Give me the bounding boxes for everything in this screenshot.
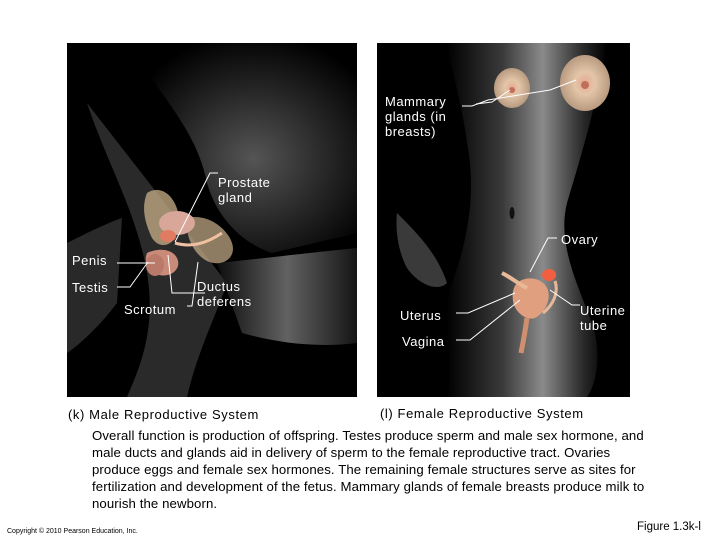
figure-reference: Figure 1.3k-l: [637, 521, 701, 533]
male-photo-panel: [67, 43, 357, 397]
label-testis: Testis: [72, 280, 109, 295]
caption-male-system: (k) Male Reproductive System: [68, 407, 259, 422]
label-ductus-deferens: Ductus deferens: [197, 279, 252, 309]
label-uterine-tube: Uterine tube: [580, 303, 626, 333]
label-prostate-gland: Prostate gland: [218, 175, 271, 205]
label-penis: Penis: [72, 253, 108, 268]
copyright-notice: Copyright © 2010 Pearson Education, Inc.: [7, 528, 138, 535]
male-body-illustration: [67, 43, 357, 397]
function-description: Overall function is production of offspr…: [92, 428, 645, 511]
caption-female-system: (l) Female Reproductive System: [380, 406, 584, 421]
female-photo-panel: [377, 43, 630, 397]
label-ovary: Ovary: [561, 232, 599, 247]
label-vagina: Vagina: [402, 334, 445, 349]
label-uterus: Uterus: [400, 308, 442, 323]
label-scrotum: Scrotum: [124, 302, 176, 317]
label-mammary-glands: Mammary glands (in breasts): [385, 94, 447, 139]
